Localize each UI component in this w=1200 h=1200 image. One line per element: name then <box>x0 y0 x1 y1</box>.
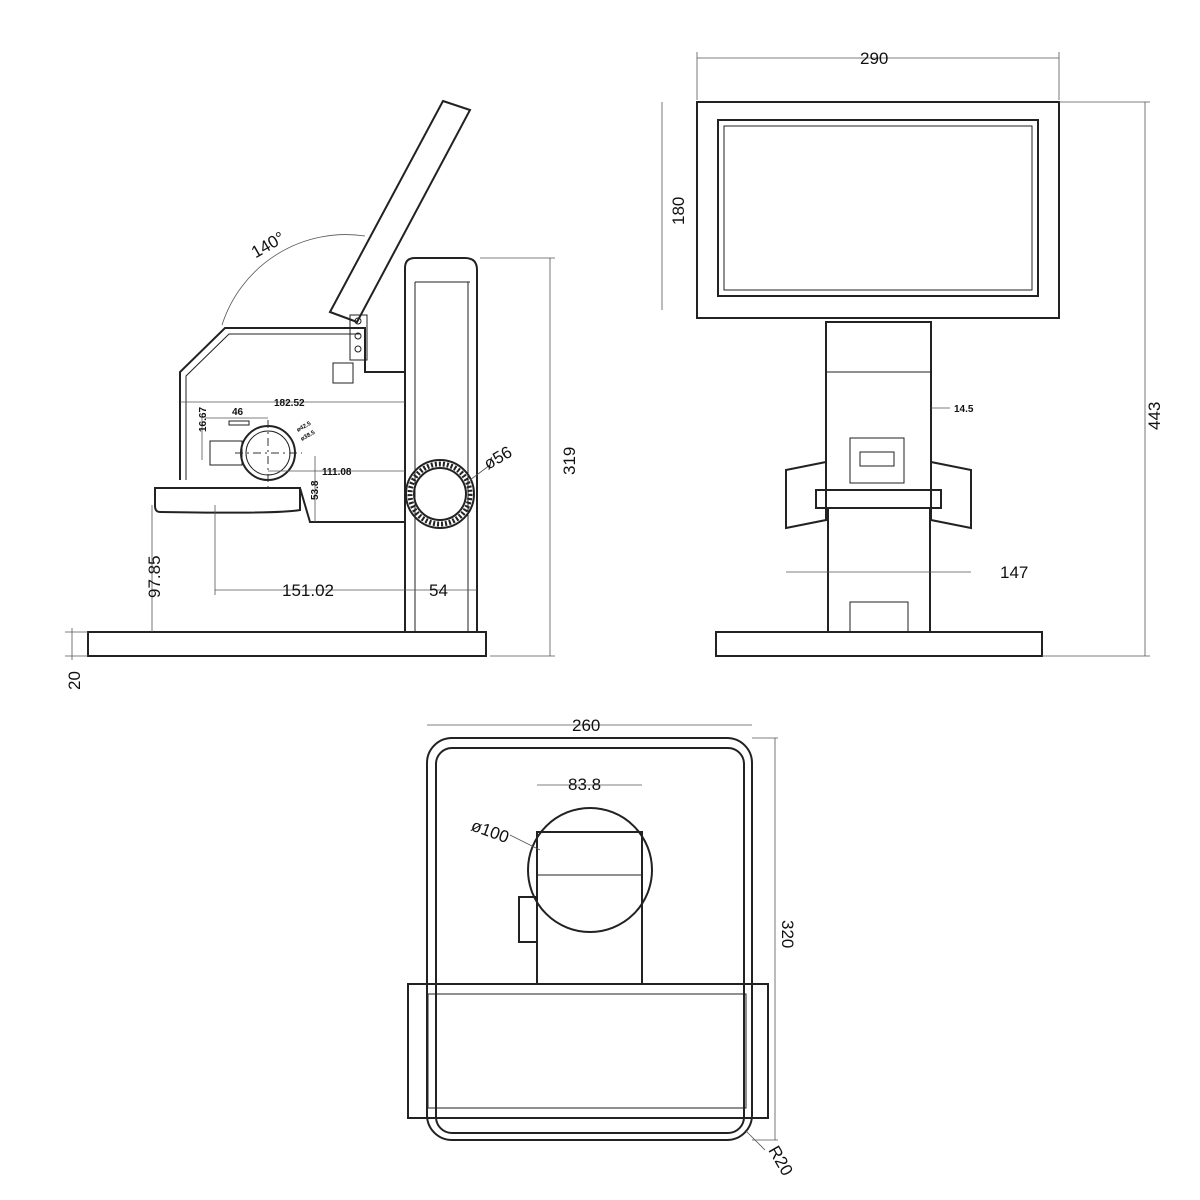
front-head <box>825 321 932 491</box>
dim-260: 260 <box>572 716 600 735</box>
top-base <box>426 737 753 1141</box>
side-base <box>87 631 487 657</box>
top-view: 260 83.8 ø100 320 R20 <box>407 716 797 1180</box>
top-head <box>536 831 643 985</box>
dim-83-8: 83.8 <box>568 775 601 794</box>
top-column-circle <box>527 807 653 933</box>
dim-97: 97.85 <box>145 555 164 598</box>
dim-182: 182.52 <box>274 398 305 409</box>
focus-knob <box>405 459 475 529</box>
side-monitor <box>328 99 472 324</box>
dim-180: 180 <box>669 197 688 225</box>
left-knob <box>785 460 827 530</box>
dim-dia-100: ø100 <box>469 816 512 847</box>
dim-16: 16.67 <box>198 407 209 432</box>
dim-319: 319 <box>560 447 579 475</box>
top-monitor <box>407 983 769 1119</box>
side-view: 140° 182.52 46 16.67 ø42.5 ø38.5 111.08 … <box>65 99 579 690</box>
front-monitor <box>696 101 1060 319</box>
dim-knob: ø56 <box>481 442 516 473</box>
dim-53: 53.8 <box>310 480 321 500</box>
dim-320: 320 <box>778 920 797 948</box>
dim-14-5: 14.5 <box>954 404 974 415</box>
dim-151: 151.02 <box>282 581 334 600</box>
angle-label: 140° <box>248 228 288 262</box>
dim-111: 111.08 <box>322 467 352 478</box>
dim-46: 46 <box>232 407 244 418</box>
side-column <box>404 257 478 632</box>
dim-20: 20 <box>65 671 84 690</box>
front-base <box>715 631 1043 657</box>
front-pillar <box>827 507 931 633</box>
dim-54: 54 <box>429 581 448 600</box>
right-knob <box>930 460 972 530</box>
side-head <box>179 327 406 523</box>
dim-147: 147 <box>1000 563 1028 582</box>
monitor-screen <box>717 119 1039 297</box>
side-stage <box>154 487 301 514</box>
dim-443: 443 <box>1145 402 1164 430</box>
front-view: 290 180 443 14.5 147 <box>661 49 1164 657</box>
dim-r20: R20 <box>765 1143 797 1180</box>
dim-290: 290 <box>860 49 888 68</box>
